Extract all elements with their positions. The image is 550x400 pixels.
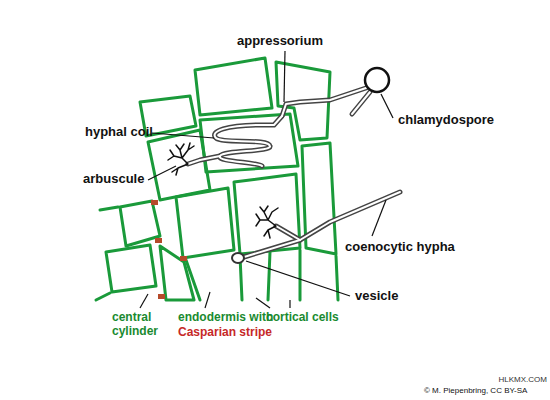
part-label: arbuscule bbox=[83, 172, 144, 187]
watermark: HLKMX.COM bbox=[499, 375, 547, 384]
part-label: chlamydospore bbox=[398, 113, 494, 128]
casparian-stripe-marks bbox=[151, 200, 187, 299]
tissue-label: central cylinder bbox=[112, 311, 172, 339]
tissue-label: Casparian stripe bbox=[178, 326, 272, 340]
arbuscule-symbols bbox=[168, 143, 278, 238]
fungal-hyphae bbox=[188, 88, 400, 257]
part-label: appressorium bbox=[237, 34, 323, 49]
part-label: vesicle bbox=[355, 289, 398, 304]
copyright-note: © M. Piepenbring, CC BY-SA bbox=[424, 386, 527, 395]
part-label: coenocytic hypha bbox=[345, 240, 455, 255]
tissue-label: cortical cells bbox=[266, 311, 339, 325]
chlamydospore-symbol bbox=[365, 68, 389, 92]
part-label: hyphal coil bbox=[85, 125, 153, 140]
leader-lines bbox=[140, 51, 393, 308]
vesicle-symbol bbox=[232, 253, 244, 263]
tissue-label: endodermis with bbox=[178, 311, 273, 325]
